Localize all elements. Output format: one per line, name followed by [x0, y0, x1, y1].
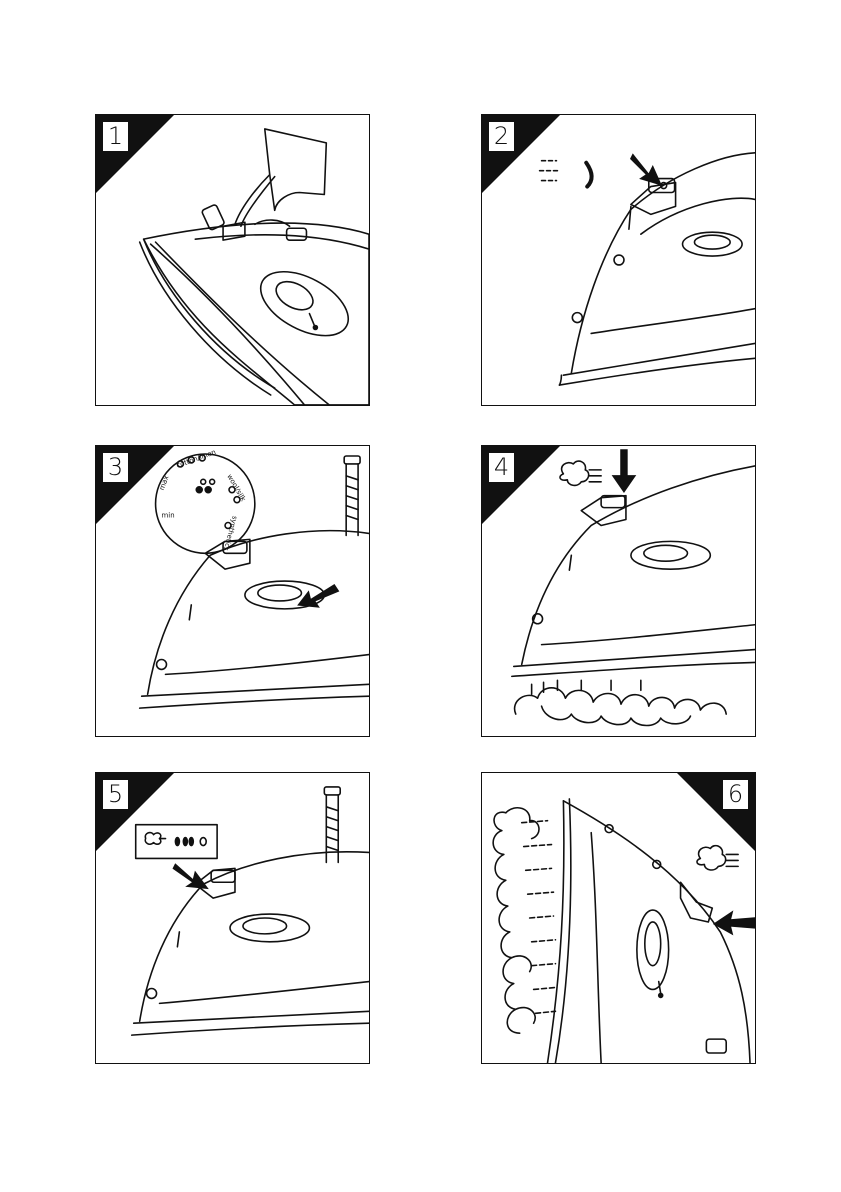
instruction-panel-6: 6 — [481, 772, 756, 1064]
step-number-4: 4 — [488, 452, 515, 483]
dial-synthetics-label: synthetics — [222, 515, 239, 552]
dial-cotton-label: cotton/linen — [175, 448, 217, 470]
instruction-panel-5: 5 — [95, 772, 370, 1064]
instruction-panel-3: max cotton/linen wool/silk synthetics mi… — [95, 445, 370, 737]
instruction-panel-2: 2 — [481, 114, 756, 406]
step-number-5: 5 — [102, 779, 129, 810]
dial-wool-label: wool/silk — [225, 473, 247, 503]
instruction-panel-4: 4 — [481, 445, 756, 737]
step-number-1: 1 — [102, 121, 129, 152]
step-number-3: 3 — [102, 452, 129, 483]
instruction-panel-1: 1 — [95, 114, 370, 406]
step-number-2: 2 — [488, 121, 515, 152]
step-number-6: 6 — [722, 779, 749, 810]
